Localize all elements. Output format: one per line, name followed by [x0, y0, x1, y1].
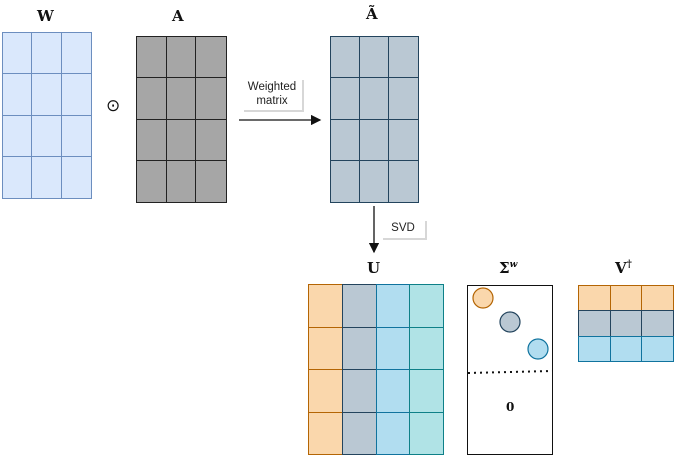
matrix-a-tilde-cell: [331, 37, 360, 79]
matrix-a-cell: [137, 160, 167, 202]
matrix-a-tilde-cell: [360, 78, 389, 120]
label-a-tilde: Ã: [366, 5, 378, 23]
matrix-w-cell: [32, 33, 62, 75]
sigma-superscript: w: [509, 260, 518, 270]
matrix-u-cell: [375, 326, 411, 370]
matrix-a-tilde-cell: [389, 119, 418, 161]
matrix-a-tilde-cell: [331, 78, 360, 120]
matrix-u-cell: [375, 369, 411, 413]
matrix-a-cell: [137, 37, 167, 79]
matrix-a-tilde-cell: [389, 78, 418, 120]
label-u: U: [367, 259, 381, 277]
matrix-a-tilde-cell: [360, 119, 389, 161]
matrix-w-cell: [61, 115, 91, 157]
matrix-w-cell: [3, 156, 33, 198]
label-w: W: [37, 7, 54, 25]
matrix-w-cell: [32, 74, 62, 116]
matrix-a-tilde-cell: [389, 37, 418, 79]
matrix-v-dagger-cell: [609, 310, 643, 337]
matrix-u: [308, 284, 444, 455]
matrix-a-cell: [196, 78, 226, 120]
svd-label: SVD: [381, 219, 425, 238]
matrix-a-cell: [196, 160, 226, 202]
weighted-matrix-label-line2: matrix: [256, 95, 288, 107]
matrix-a-cell: [166, 160, 197, 202]
matrix-w-cell: [32, 115, 62, 157]
matrix-u-cell: [341, 284, 377, 328]
matrix-a-cell: [196, 37, 226, 79]
matrix-w-cell: [3, 33, 33, 75]
singular-value-3: [527, 338, 549, 360]
matrix-a-cell: [166, 119, 197, 161]
v-letter: V: [615, 259, 627, 277]
matrix-a-cell: [166, 78, 197, 120]
matrix-a-tilde-cell: [331, 160, 360, 202]
matrix-w-cell: [61, 74, 91, 116]
sigma-dotted-divider: [467, 370, 553, 374]
matrix-a-cell: [196, 119, 226, 161]
matrix-a-cell: [137, 78, 167, 120]
matrix-a-tilde-cell: [360, 160, 389, 202]
matrix-u-cell: [409, 326, 444, 370]
hadamard-operator-icon: ⊙: [106, 96, 121, 116]
matrix-v-dagger-cell: [641, 285, 674, 312]
matrix-w-cell: [32, 156, 62, 198]
matrix-u-cell: [409, 411, 444, 455]
matrix-w: [2, 32, 92, 199]
label-v-dagger: V†: [615, 259, 632, 277]
matrix-a-tilde-cell: [389, 160, 418, 202]
matrix-w-cell: [3, 74, 33, 116]
matrix-v-dagger: [578, 285, 674, 362]
sigma-letter: Σ: [499, 259, 510, 277]
singular-value-1: [472, 287, 494, 309]
matrix-a-tilde-cell: [360, 37, 389, 79]
matrix-a-tilde-cell: [331, 119, 360, 161]
zero-label: 0: [506, 400, 515, 414]
matrix-u-cell: [341, 411, 377, 455]
matrix-a-tilde: [330, 36, 419, 203]
weighted-matrix-label-line1: Weighted: [247, 81, 297, 93]
matrix-w-cell: [61, 156, 91, 198]
matrix-a-cell: [166, 37, 197, 79]
matrix-u-cell: [341, 326, 377, 370]
singular-value-2: [499, 311, 521, 333]
weighted-matrix-label: Weighted matrix: [242, 78, 302, 110]
matrix-u-cell: [409, 369, 444, 413]
matrix-v-dagger-cell: [641, 310, 674, 337]
label-sigma: Σw: [499, 259, 517, 277]
matrix-a: [136, 36, 227, 203]
matrix-u-cell: [409, 284, 444, 328]
v-superscript: †: [626, 259, 632, 270]
matrix-w-cell: [61, 33, 91, 75]
matrix-w-cell: [3, 115, 33, 157]
matrix-a-cell: [137, 119, 167, 161]
matrix-v-dagger-cell: [641, 335, 674, 362]
label-a: A: [172, 7, 184, 25]
